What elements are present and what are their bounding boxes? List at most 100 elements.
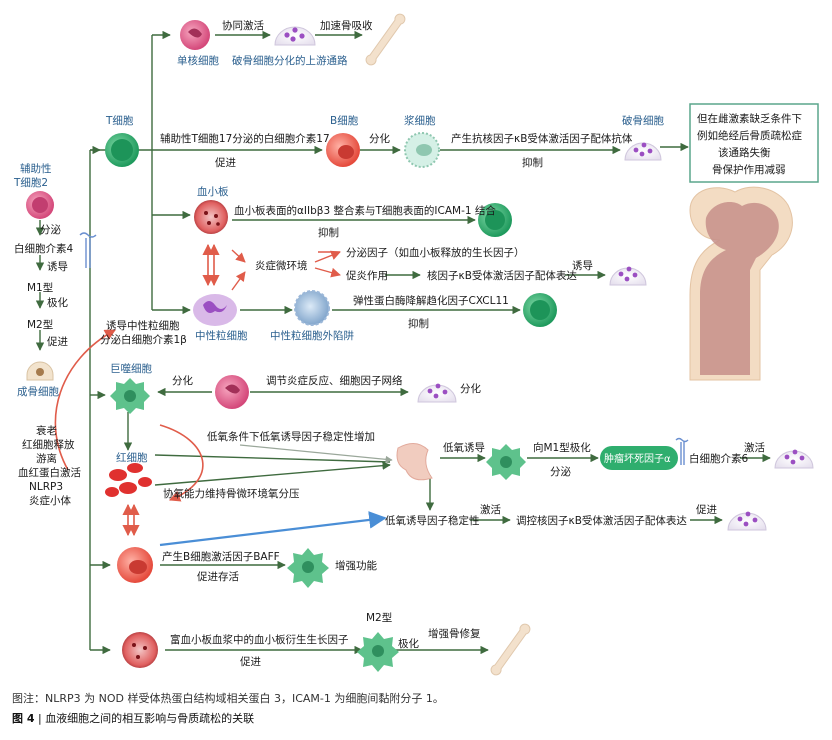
t-cell-icon [478, 203, 512, 237]
label-t-cell: T细胞 [105, 114, 134, 127]
label-osteoclast: 破骨细胞 [622, 114, 664, 127]
aging-line-6: 炎症小体 [29, 494, 71, 507]
label-enhance-repair: 增强骨修复 [428, 627, 481, 640]
note-box [689, 103, 819, 183]
t-cell-icon [105, 133, 139, 167]
aging-line-2: 红细胞释放 [22, 438, 75, 451]
figure-number: 图 4 [12, 712, 35, 725]
tnf-pill [600, 446, 678, 470]
figure-title-line: 图 4 | 血液细胞之间的相互影响与骨质疏松的关联 [12, 710, 254, 726]
label-rankl-expr: 核因子κB受体激活因子配体表达 [427, 269, 577, 282]
label-secrete: 分泌 [40, 223, 61, 236]
receptor-icon [79, 232, 97, 268]
figure-separator: | [37, 712, 46, 725]
aging-line-5: NLRP3 [29, 481, 63, 493]
rbc-icon [105, 463, 152, 497]
label-activate2: 激活 [480, 503, 501, 516]
box-line-3: 该通路失衡 [718, 146, 771, 159]
label-to-m1: 向M1型极化 [533, 441, 591, 454]
bone-icon [365, 13, 406, 66]
box-line-1: 但在雌激素缺乏条件下 [697, 112, 802, 125]
label-regulate-network: 调节炎症反应、细胞因子网络 [266, 374, 403, 387]
label-net: 中性粒细胞外陷阱 [270, 329, 354, 342]
label-polarize2: 极化 [398, 637, 419, 650]
label-promote: 促进 [215, 156, 236, 169]
label-macrophage: 巨噬细胞 [110, 362, 152, 375]
label-elastase: 弹性蛋白酶降解趋化因子CXCL11 [353, 294, 509, 307]
platelet-icon [194, 200, 228, 234]
label-osteoblast: 成骨细胞 [17, 385, 59, 398]
t-cell-icon [523, 293, 557, 327]
label-enhance-function: 增强功能 [335, 559, 377, 572]
osteoclast-icon [624, 142, 662, 161]
net-icon [294, 290, 330, 326]
monocyte-icon [215, 375, 249, 409]
label-platelet: 血小板 [197, 185, 229, 198]
label-m1: M1型 [27, 281, 53, 294]
label-monocyte: 单核细胞 [177, 54, 219, 67]
activated-b-cell-icon [287, 548, 329, 588]
red-arrows [54, 243, 340, 537]
label-il4: 白细胞介素4 [14, 242, 73, 255]
label-b-cell: B细胞 [330, 114, 359, 127]
label-induce2: 诱导 [572, 259, 593, 272]
label-induce-neutrophil-1: 诱导中性粒细胞 [106, 319, 180, 332]
plasma-cell-icon [404, 132, 440, 168]
label-co-activate: 协同激活 [222, 19, 264, 32]
connector-lines [35, 30, 771, 655]
osteoclast-icon [274, 26, 316, 46]
receptor-icon [675, 437, 689, 465]
label-th2-line2: T细胞2 [13, 176, 48, 189]
label-hypoxia-induce: 低氧诱导 [443, 441, 485, 454]
osteoclast-icon [417, 383, 457, 403]
label-th2-line1: 辅助性 [20, 162, 52, 175]
label-differentiate2: 分化 [172, 374, 193, 387]
aging-line-4: 血红蛋白激活 [18, 466, 81, 479]
osteoblast-icon [26, 361, 54, 381]
label-secrete-factor: 分泌因子（如血小板释放的生长因子） [346, 246, 525, 259]
blue-arrow [159, 511, 387, 547]
label-hif-stable: 低氧诱导因子稳定性 [385, 514, 480, 527]
text-labels: 单核细胞 协同激活 加速骨吸收 破骨细胞分化的上游通路 T细胞 辅助性T细胞17… [13, 19, 802, 668]
femur-icon [689, 186, 793, 381]
neutrophil-icon [193, 294, 237, 326]
label-baff: 产生B细胞激活因子BAFF [162, 550, 280, 563]
aging-line-1: 衰老 [36, 424, 57, 437]
b-cell-icon [117, 547, 153, 583]
figure-note: 图注：NLRP3 为 NOD 样受体热蛋白结构域相关蛋白 3，ICAM-1 为细… [12, 692, 444, 705]
label-promote3: 促进 [696, 503, 717, 516]
aging-line-3: 游离 [36, 452, 57, 465]
label-speed-resorption: 加速骨吸收 [320, 19, 373, 32]
label-rbc: 红细胞 [116, 451, 148, 464]
label-inhibit: 抑制 [522, 156, 543, 169]
label-integrin-icam: 血小板表面的αIIbβ3 整合素与T细胞表面的ICAM-1 结合 [234, 204, 496, 217]
box-line-2: 例如绝经后骨质疏松症 [697, 129, 802, 142]
label-differentiate3: 分化 [460, 382, 481, 395]
th2-cell-icon [26, 191, 54, 219]
label-m2b: M2型 [366, 611, 392, 624]
label-activate: 激活 [744, 441, 765, 454]
label-osteoclast-upstream: 破骨细胞分化的上游通路 [232, 54, 348, 67]
monocyte-icon [180, 20, 210, 50]
label-differentiate: 分化 [369, 132, 390, 145]
macrophage-icon [110, 378, 150, 414]
macrophage-icon [357, 632, 399, 672]
osteoclast-icon [774, 449, 814, 469]
label-prp-growth: 富血小板血浆中的血小板衍生生长因子 [170, 633, 349, 646]
label-regulate-rankl: 调控核因子κB受体激活因子配体表达 [516, 514, 687, 527]
label-neutrophil: 中性粒细胞 [195, 329, 248, 342]
label-inflam-env: 炎症微环境 [255, 259, 308, 272]
bone-fragment-icon [396, 443, 433, 481]
diagram-canvas: 单核细胞 协同激活 加速骨吸收 破骨细胞分化的上游通路 T细胞 辅助性T细胞17… [13, 13, 819, 676]
label-tnf: 肿瘤坏死因子α [604, 452, 671, 465]
label-promote-survival: 促进存活 [197, 570, 239, 583]
label-oxygen-maintain: 协氧能力维持骨微环境氧分压 [163, 487, 300, 500]
label-m2: M2型 [27, 318, 53, 331]
b-cell-icon [326, 133, 360, 167]
bone-icon [490, 623, 531, 676]
label-secrete2: 分泌 [550, 465, 571, 478]
platelet-icon [122, 632, 158, 668]
osteoclast-icon [609, 266, 647, 286]
label-hypoxia-increase: 低氧条件下低氧诱导因子稳定性增加 [207, 430, 375, 443]
